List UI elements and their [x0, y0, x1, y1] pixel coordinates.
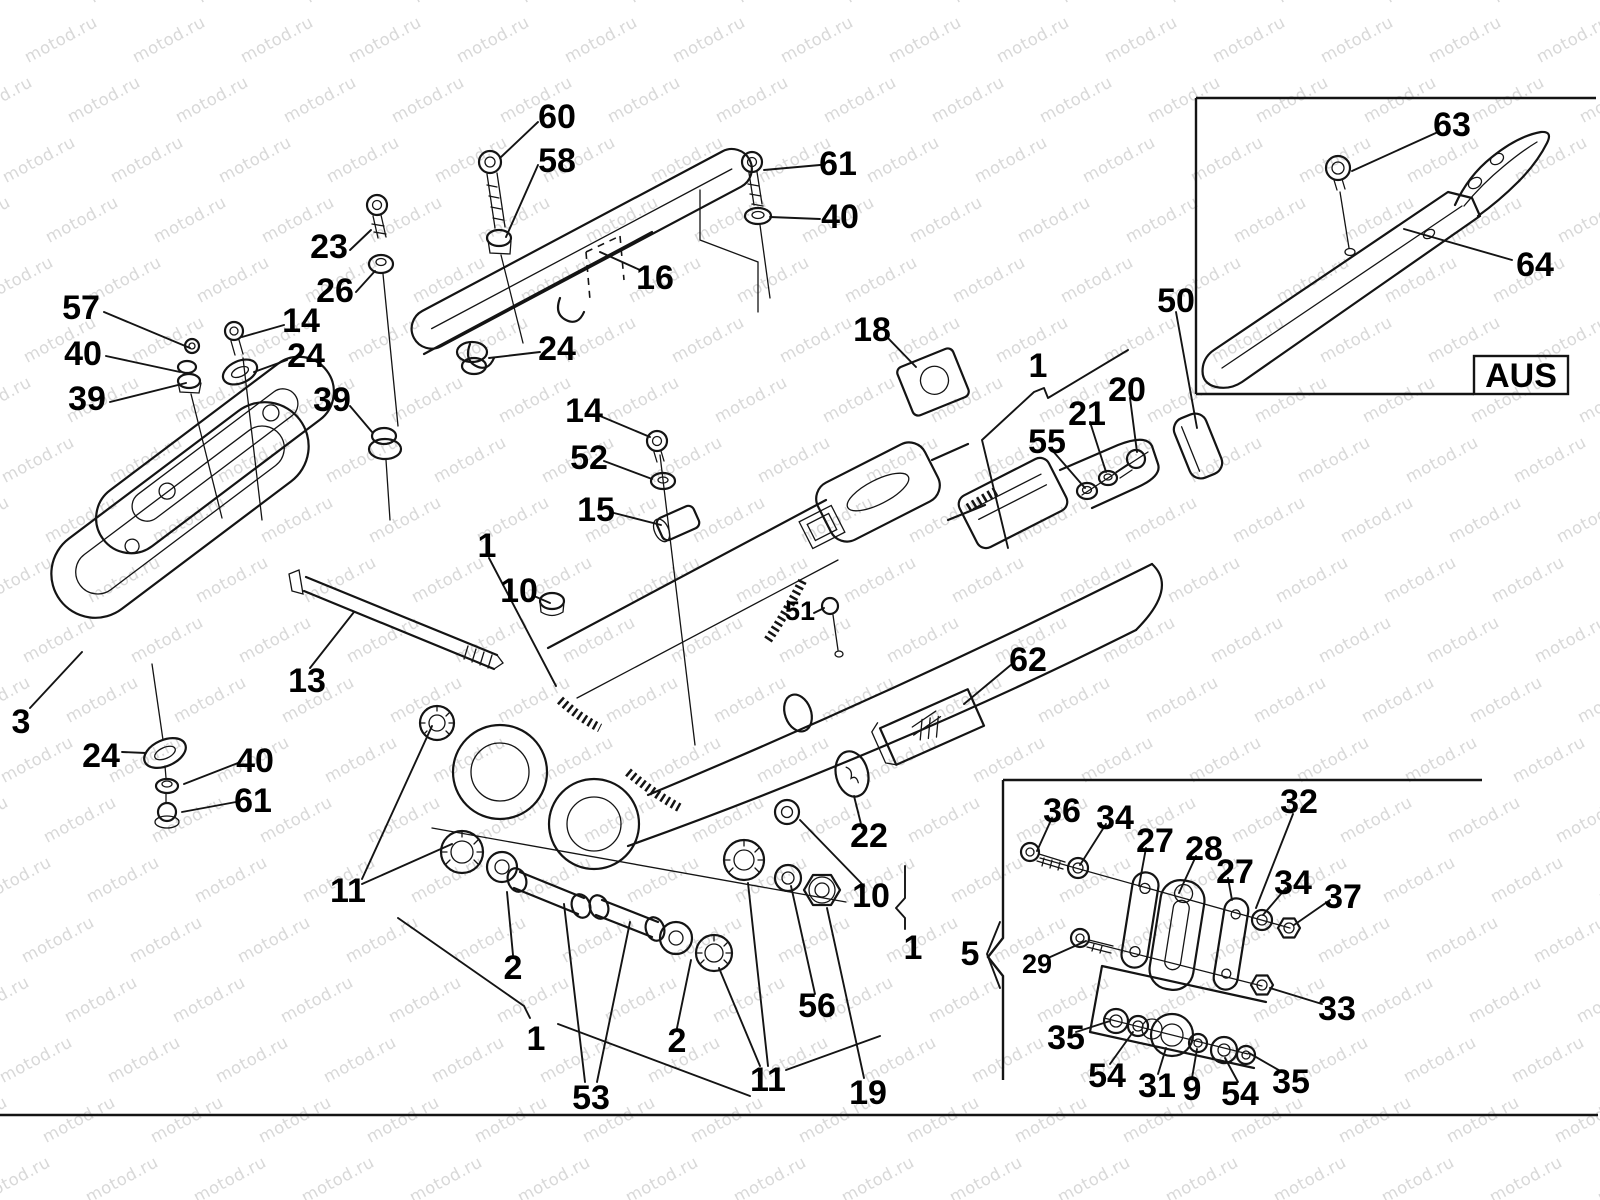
- part-label-27: 27: [1216, 853, 1254, 891]
- part-label-24: 24: [82, 737, 120, 775]
- part-label-11: 11: [330, 872, 366, 910]
- part-label-40: 40: [236, 742, 274, 780]
- part-label-61: 61: [234, 782, 272, 820]
- linkage-box-5: [986, 841, 1302, 1070]
- part-label-16: 16: [636, 259, 674, 297]
- part-label-26: 26: [316, 272, 354, 310]
- part-label-64: 64: [1516, 246, 1554, 284]
- part-label-54: 54: [1221, 1075, 1259, 1113]
- part-label-24: 24: [287, 337, 325, 375]
- lower-left-hardware: [143, 663, 187, 829]
- part-label-24: 24: [538, 330, 576, 368]
- part-label-1: 1: [478, 527, 497, 565]
- part-label-1: 1: [1029, 347, 1048, 385]
- part-label-53: 53: [572, 1079, 610, 1117]
- bolt-63: [1324, 154, 1356, 257]
- part-label-55: 55: [1028, 423, 1066, 461]
- part-label-39: 39: [68, 380, 106, 418]
- part-label-14: 14: [282, 302, 320, 340]
- part-label-10: 10: [852, 877, 890, 915]
- part-label-20: 20: [1108, 371, 1146, 409]
- part-label-13: 13: [288, 662, 326, 700]
- part-label-61: 61: [819, 145, 857, 183]
- part-label-2: 2: [504, 949, 523, 987]
- part-label-1: 1: [527, 1020, 546, 1058]
- part-label-29: 29: [1022, 949, 1052, 979]
- part-label-50: 50: [1157, 282, 1195, 320]
- part-label-58: 58: [538, 142, 576, 180]
- part-label-40: 40: [64, 335, 102, 373]
- part-label-39: 39: [313, 381, 351, 419]
- part-label-34: 34: [1274, 864, 1312, 902]
- inset-chain-guard: [1201, 130, 1551, 389]
- part-label-15: 15: [577, 491, 615, 529]
- swingarm-body: [451, 347, 1224, 871]
- part-label-3: 3: [12, 703, 31, 741]
- part-label-60: 60: [538, 98, 576, 136]
- inset-region-label: AUS: [1485, 357, 1557, 395]
- part-label-27: 27: [1136, 822, 1174, 860]
- part-label-37: 37: [1324, 878, 1362, 916]
- part-label-1: 1: [904, 929, 923, 967]
- pivot-axle-13: [288, 569, 504, 671]
- part-label-5: 5: [961, 935, 980, 973]
- part-label-51: 51: [785, 596, 815, 626]
- part-label-62: 62: [1009, 641, 1047, 679]
- part-label-33: 33: [1318, 990, 1356, 1028]
- part-label-14: 14: [565, 392, 603, 430]
- part-label-31: 31: [1138, 1067, 1176, 1105]
- part-label-9: 9: [1183, 1070, 1202, 1108]
- part-label-10: 10: [500, 572, 538, 610]
- bearing-row: [418, 704, 847, 973]
- part-label-23: 23: [310, 228, 348, 266]
- part-label-35: 35: [1272, 1063, 1310, 1101]
- part-label-63: 63: [1433, 106, 1471, 144]
- leader-lines: [29, 121, 1513, 1097]
- part-label-52: 52: [570, 439, 608, 477]
- part-label-57: 57: [62, 289, 100, 327]
- part-label-11: 11: [750, 1061, 786, 1099]
- part-label-21: 21: [1068, 395, 1106, 433]
- part-label-2: 2: [668, 1022, 687, 1060]
- part-label-28: 28: [1185, 830, 1223, 868]
- part-label-19: 19: [849, 1074, 887, 1112]
- part-label-34: 34: [1096, 799, 1134, 837]
- part-label-54: 54: [1088, 1057, 1126, 1095]
- part-label-56: 56: [798, 987, 836, 1025]
- part-label-32: 32: [1280, 783, 1318, 821]
- part-label-40: 40: [821, 198, 859, 236]
- part-label-22: 22: [850, 817, 888, 855]
- part-label-18: 18: [853, 311, 891, 349]
- part-label-35: 35: [1047, 1019, 1085, 1057]
- part-label-36: 36: [1043, 792, 1081, 830]
- chain-slider-3: [50, 355, 335, 619]
- chain-guide-16: [410, 147, 759, 369]
